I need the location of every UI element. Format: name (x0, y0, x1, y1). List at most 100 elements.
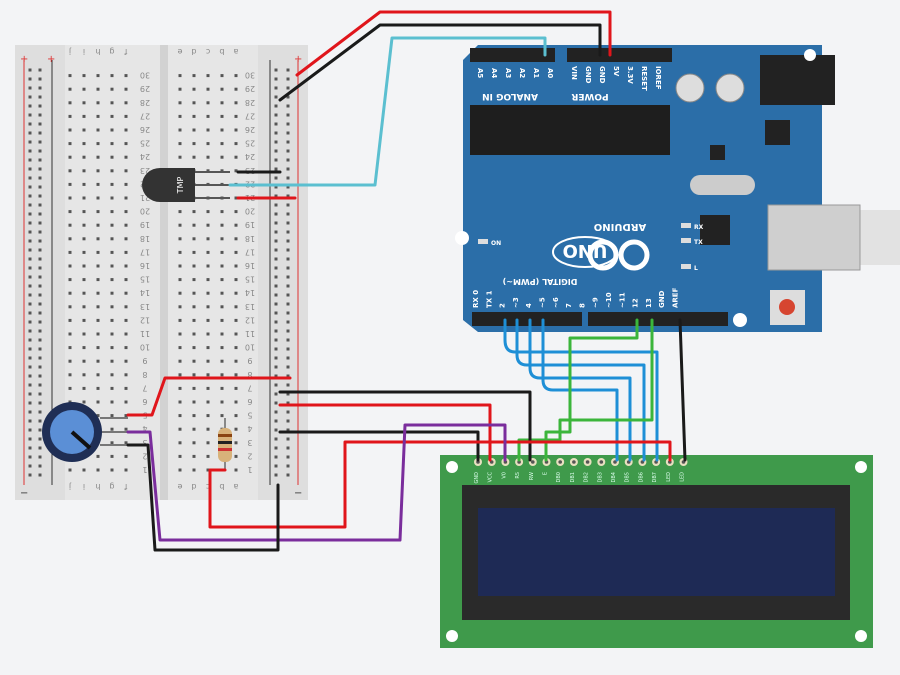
arduino-infinity-logo (587, 239, 650, 271)
row-number: 12 (140, 315, 150, 324)
digital-pin-label: 13 (645, 298, 653, 308)
power-pin-label: GND (598, 66, 606, 84)
wire-lcd-gnd2 (278, 430, 480, 462)
rail-plus-label: + (47, 54, 55, 65)
rail-plus-label: + (294, 54, 302, 65)
row-number: 24 (245, 152, 255, 161)
lcd-pin-label: DB7 (652, 472, 658, 482)
row-number: 30 (245, 71, 255, 80)
crystal (690, 175, 755, 195)
potentiometer[interactable] (42, 402, 128, 462)
power-pin-label: VIN (570, 66, 578, 80)
lcd-pin-label: VCC (488, 471, 494, 482)
digital-pin-label: 7 (565, 303, 573, 308)
row-number: 28 (140, 98, 150, 107)
row-number: 1 (142, 465, 147, 474)
row-number: 17 (140, 247, 150, 256)
row-number: 14 (140, 288, 150, 297)
usb-port[interactable] (767, 204, 861, 271)
power-pin-label: RESET (640, 66, 648, 91)
power-label: POWER (571, 91, 608, 101)
digital-pin-label: 12 (632, 298, 640, 308)
digital-pin-label: 4 (525, 303, 533, 308)
row-number: 18 (245, 234, 255, 243)
lcd-pin-label: DB6 (638, 472, 644, 482)
wire-gnd (278, 23, 602, 102)
row-number: 15 (245, 275, 255, 284)
wires (126, 10, 687, 552)
row-number: 6 (247, 397, 252, 406)
digital-label: DIGITAL (PWM~) (503, 277, 578, 286)
row-number: 28 (245, 98, 255, 107)
digital-pin-label: ~3 (512, 297, 520, 308)
digital-pin-label: RX 0 (472, 290, 480, 308)
digital-pin-label: ~9 (592, 297, 600, 308)
lcd-pin-label: RS (515, 472, 521, 479)
wire-lcd-gnd (678, 318, 687, 462)
row-number: 2 (142, 451, 147, 460)
wire-lcd-rw (278, 390, 532, 462)
row-number: 7 (142, 383, 147, 392)
rail-minus-label: − (20, 488, 28, 499)
digital-pin-label: 2 (499, 303, 507, 308)
row-number: 11 (245, 329, 255, 338)
column-letter: d (191, 47, 196, 56)
row-number: 27 (245, 111, 255, 120)
column-letter: c (206, 482, 210, 491)
arduino-brand: ARDUINO (594, 221, 646, 232)
row-number: 16 (140, 261, 150, 270)
power-pin-label: 3.3V (626, 66, 634, 84)
analog-pin-label: A5 (476, 68, 484, 78)
row-number: 20 (245, 207, 255, 216)
wire-led-plus (208, 440, 672, 529)
row-number: 7 (247, 383, 252, 392)
lcd-pin-label: DB1 (570, 472, 576, 482)
row-number: 11 (140, 329, 150, 338)
row-number: 9 (247, 356, 252, 365)
rail-minus-label: − (294, 488, 302, 499)
digital-header-high[interactable] (588, 312, 728, 326)
row-number: 15 (140, 275, 150, 284)
power-header[interactable] (567, 48, 672, 62)
temperature-sensor[interactable]: TMP (142, 168, 230, 202)
led-label-on: ON (491, 240, 501, 247)
row-number: 26 (245, 125, 255, 134)
led-label-rx: RX (694, 224, 704, 231)
wire-pot-vcc (126, 376, 292, 417)
power-pin-label: 5V (612, 66, 620, 77)
digital-pin-label: 8 (578, 303, 586, 308)
column-letter: i (83, 482, 85, 491)
lcd-pin-label: GND (474, 472, 480, 484)
column-letter: j (69, 47, 72, 56)
row-number: 3 (247, 438, 252, 447)
column-letter: e (177, 47, 182, 56)
wire-d4 (528, 318, 632, 462)
analog-header[interactable] (470, 48, 555, 62)
analog-pin-label: A4 (490, 68, 498, 78)
digital-pin-label: AREF (672, 287, 680, 308)
row-number: 1 (247, 465, 252, 474)
column-letter: i (83, 47, 85, 56)
row-number: 30 (140, 71, 150, 80)
digital-header-low[interactable] (472, 312, 582, 326)
lcd-pin-label: LED (666, 472, 672, 482)
row-number: 4 (142, 424, 147, 433)
analog-pin-label: A1 (532, 68, 540, 78)
resistor[interactable] (218, 418, 232, 470)
lcd-pin-label: DB5 (625, 472, 631, 482)
row-number: 13 (140, 302, 150, 311)
column-letter: e (177, 482, 182, 491)
wire-d2 (503, 318, 659, 462)
usb-cable (860, 210, 900, 265)
row-number: 10 (140, 343, 150, 352)
row-number: 19 (140, 220, 150, 229)
row-number: 6 (142, 397, 147, 406)
power-jack[interactable] (760, 55, 835, 105)
power-pin-label: IOREF (654, 66, 662, 90)
lcd-pin-label: DB0 (556, 472, 562, 482)
power-pin-label: GND (584, 66, 592, 84)
row-number: 29 (140, 84, 150, 93)
